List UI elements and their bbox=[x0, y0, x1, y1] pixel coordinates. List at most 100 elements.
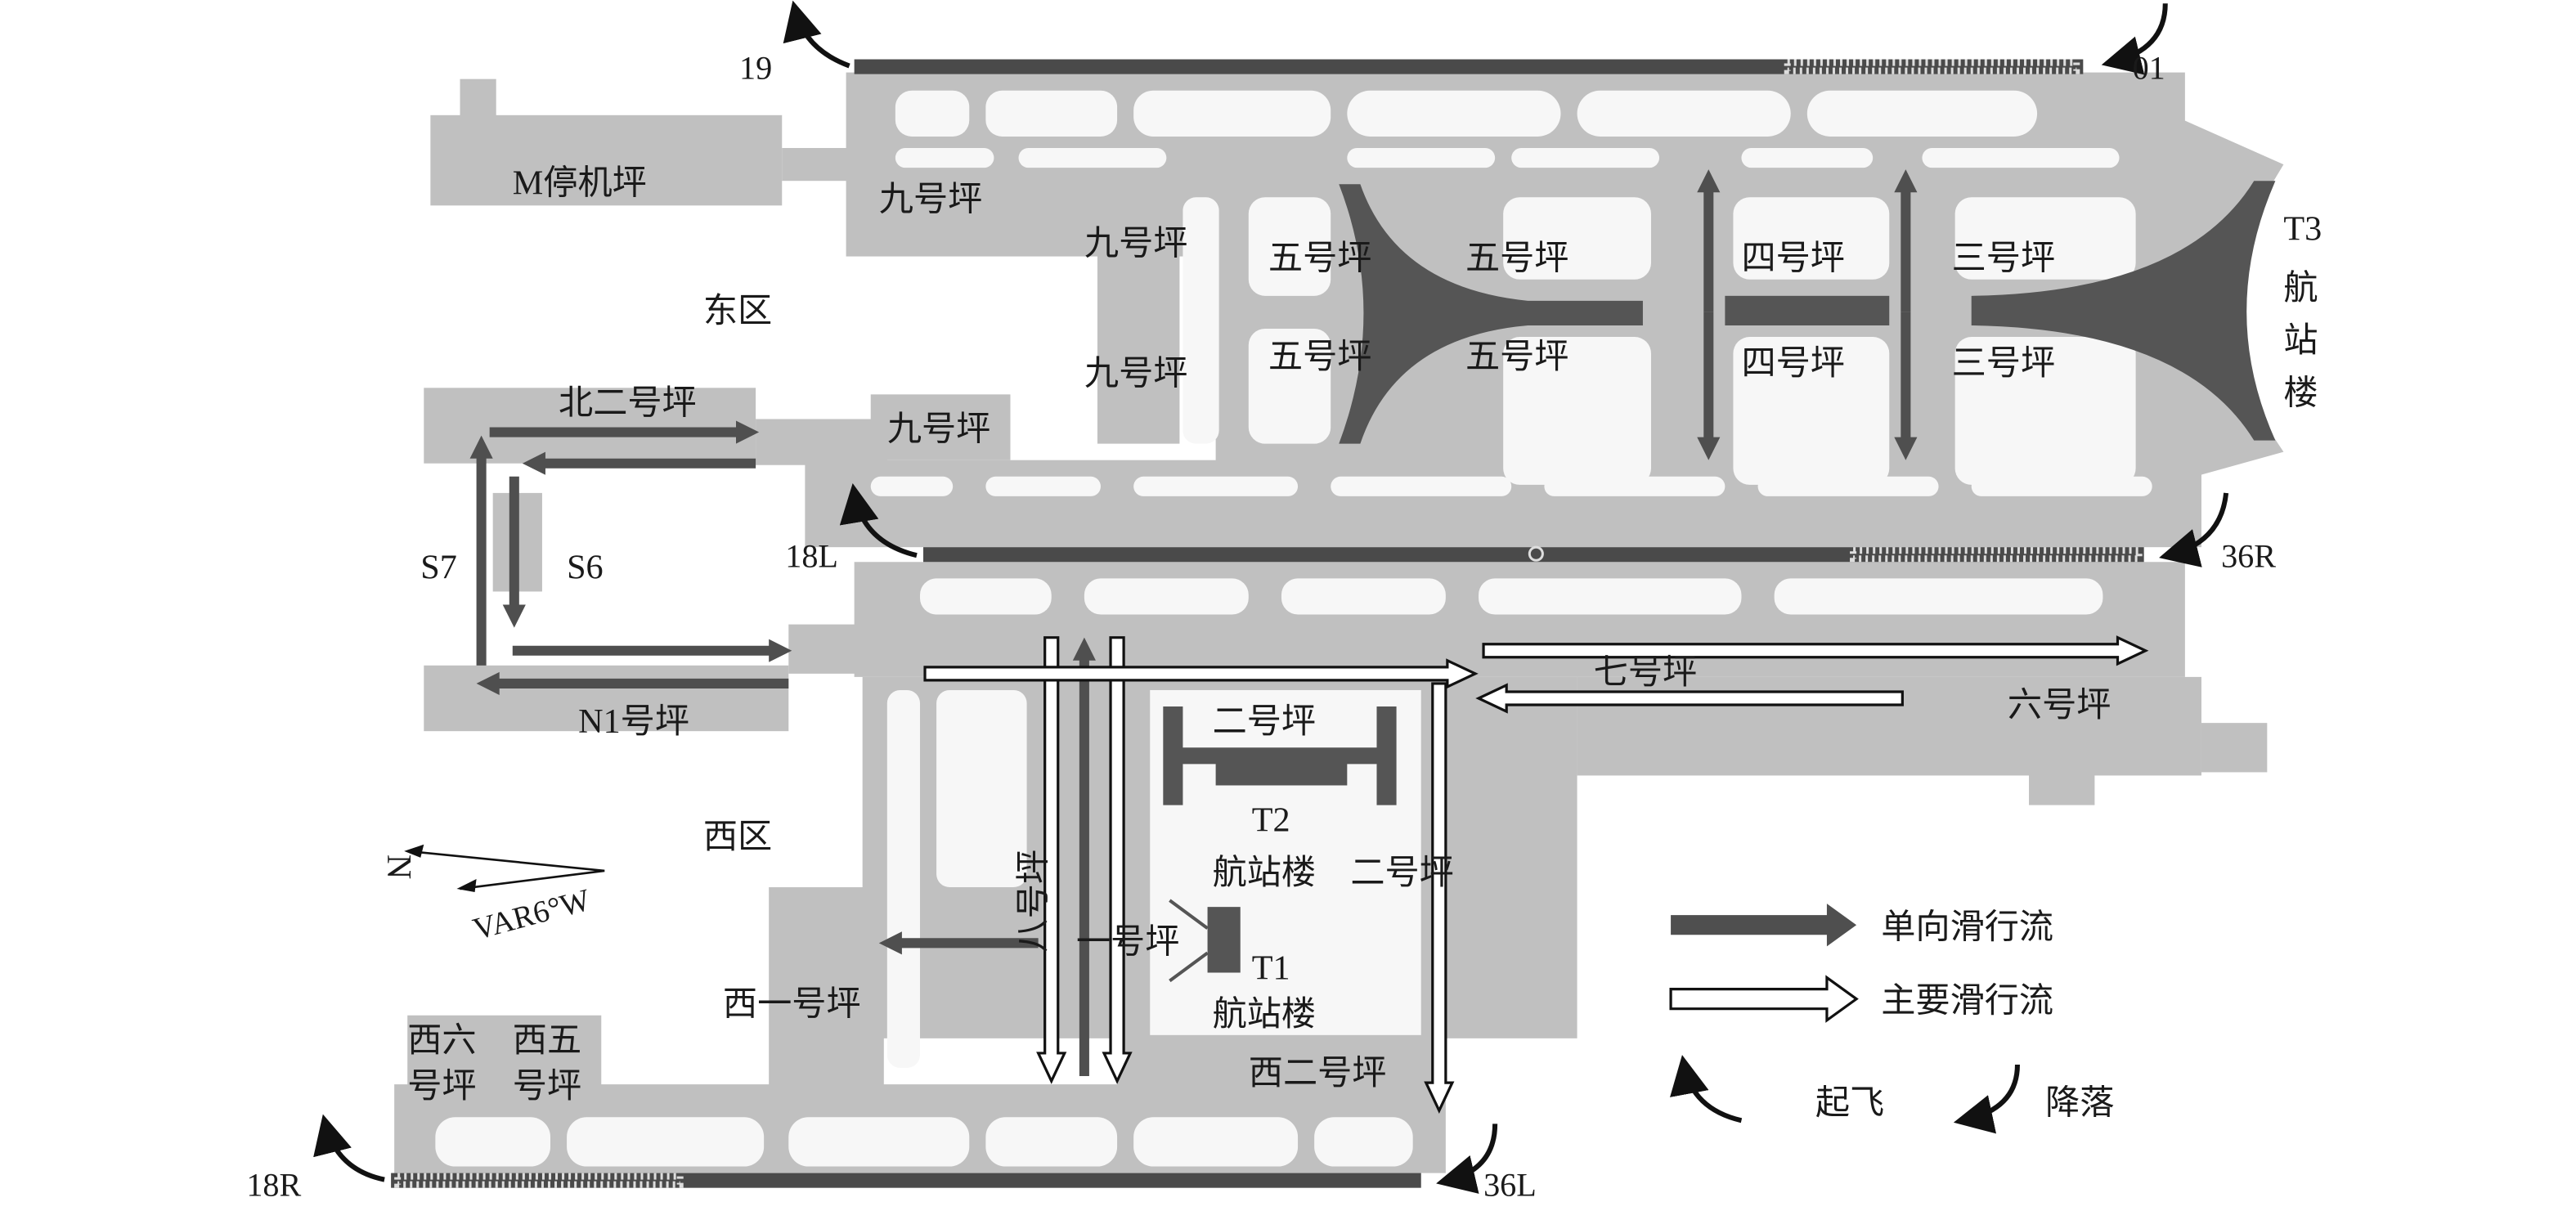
pavement-area bbox=[769, 887, 884, 1101]
pavement-area bbox=[870, 164, 1006, 222]
taxiway-island bbox=[1733, 337, 1890, 485]
taxiway-island bbox=[1511, 148, 1660, 168]
apron9-label: 九号坪 bbox=[879, 180, 983, 218]
taxiway-island bbox=[895, 90, 970, 137]
main-flow-arrow bbox=[1482, 635, 2149, 666]
taxiway-island bbox=[1084, 578, 1249, 615]
main-flow-arrow bbox=[1036, 636, 1067, 1084]
taxiway-island bbox=[1503, 197, 1651, 280]
west5-apron-label: 号坪 bbox=[513, 1067, 581, 1106]
apron4-label: 四号坪 bbox=[1741, 240, 1845, 278]
pavement-area bbox=[2201, 723, 2268, 773]
runway-label-18L: 18L bbox=[785, 537, 838, 574]
west2-apron-label: 西二号坪 bbox=[1249, 1054, 1387, 1092]
pavement-area bbox=[424, 665, 789, 732]
taxiway-island bbox=[1544, 476, 1726, 496]
t1-label: T1 bbox=[1252, 949, 1290, 988]
t3-label: 航 bbox=[2283, 269, 2318, 307]
west-zone-label: 西区 bbox=[703, 818, 772, 856]
apron5-label: 五号坪 bbox=[1268, 240, 1372, 278]
apron5-label: 五号坪 bbox=[1268, 338, 1372, 376]
t3-east-concourse bbox=[1971, 181, 2276, 441]
one-way-flow-arrow bbox=[502, 476, 526, 628]
apron2-label: 二号坪 bbox=[1350, 854, 1454, 892]
apron5-label: 五号坪 bbox=[1465, 338, 1569, 376]
pavement-area bbox=[430, 114, 783, 206]
one-way-flow-arrow bbox=[489, 420, 760, 444]
legend-one-way-label: 单向滑行流 bbox=[1881, 908, 2053, 946]
runway-18L-36R bbox=[923, 547, 2144, 563]
taxiway-island bbox=[985, 476, 1101, 496]
taxiway-island bbox=[1922, 148, 2120, 168]
takeoff-arrow-icon bbox=[783, 0, 850, 69]
apron8-label: 八号坪 bbox=[1015, 850, 1053, 953]
north2-apron-label: 北二号坪 bbox=[559, 383, 697, 422]
one-way-flow-arrow bbox=[1697, 312, 1721, 460]
one-way-flow-arrow bbox=[476, 671, 789, 695]
pavement-area bbox=[870, 394, 1011, 460]
one-way-flow-arrows bbox=[469, 169, 1918, 1077]
taxiway-island bbox=[1733, 197, 1890, 280]
main-flow-arrow bbox=[1424, 682, 1455, 1115]
taxiway-island bbox=[567, 1117, 765, 1167]
west6-apron-label: 号坪 bbox=[407, 1067, 476, 1106]
north-label: N bbox=[379, 854, 418, 879]
taxiway-island bbox=[1577, 90, 1791, 137]
takeoff-legend-icon bbox=[1670, 1055, 1743, 1124]
runway-label-36L: 36L bbox=[1483, 1167, 1537, 1204]
taxiway-island bbox=[1133, 90, 1331, 137]
t1-building bbox=[1207, 907, 1241, 973]
taxiway-island bbox=[1774, 578, 2103, 615]
pavement-area bbox=[1117, 1034, 1446, 1101]
taxiway-island bbox=[936, 689, 1027, 888]
taxiway-island bbox=[1347, 90, 1561, 137]
variation-label: VAR6°W bbox=[469, 883, 594, 947]
apron3-label: 三号坪 bbox=[1952, 344, 2056, 383]
one-way-flow-arrow bbox=[878, 931, 1039, 955]
east-zone-label: 东区 bbox=[703, 292, 772, 330]
taxiway-island bbox=[1757, 476, 1939, 496]
taxiway-island bbox=[886, 689, 920, 1069]
apron9-label: 九号坪 bbox=[887, 410, 991, 449]
landing-arrow-icon bbox=[2101, 3, 2168, 75]
landing-legend-icon bbox=[1953, 1064, 2020, 1134]
runway-direction-arrows bbox=[313, 0, 2229, 1194]
taxiway-island bbox=[1281, 578, 1446, 615]
t3-label: 楼 bbox=[2283, 374, 2318, 412]
runways bbox=[391, 59, 2144, 1188]
runway-18R-36L bbox=[391, 1173, 1421, 1188]
main-flow-arrow bbox=[1102, 636, 1133, 1084]
taxiway-island bbox=[435, 1117, 550, 1167]
one-way-flow-arrow bbox=[512, 639, 792, 662]
pavement-area bbox=[2029, 723, 2095, 805]
runway-label-19: 19 bbox=[739, 50, 772, 87]
taxiway-island bbox=[1503, 337, 1651, 485]
west6-apron-label: 西六 bbox=[407, 1021, 476, 1060]
taxiway-island bbox=[920, 578, 1052, 615]
apron9-label: 九号坪 bbox=[1084, 225, 1188, 263]
west5-apron-label: 西五 bbox=[513, 1021, 581, 1060]
legend-main-flow-label: 主要滑行流 bbox=[1881, 982, 2053, 1020]
main-flow-legend-icon bbox=[1669, 975, 1859, 1023]
taxiway-island bbox=[788, 1117, 970, 1167]
taxiway-island bbox=[1806, 90, 2038, 137]
m-apron-label: M停机坪 bbox=[513, 164, 647, 202]
legend: 单向滑行流 主要滑行流 起飞 降落 bbox=[1669, 904, 2114, 1134]
taxiway-island bbox=[1954, 197, 2136, 280]
taxiway-island bbox=[1479, 578, 1742, 615]
one-way-flow-arrow bbox=[1072, 637, 1096, 1077]
one-way-flow-arrow bbox=[522, 451, 756, 475]
one-way-flow-arrow bbox=[469, 435, 493, 666]
apron2-label: 二号坪 bbox=[1213, 702, 1317, 741]
taxiway-island bbox=[1314, 1117, 1413, 1167]
main-flow-arrow bbox=[1475, 683, 1904, 714]
taxiway-island bbox=[985, 90, 1118, 137]
pavement-area bbox=[1097, 222, 1180, 444]
runway-label-01: 01 bbox=[2133, 50, 2165, 87]
taxiway-island bbox=[895, 148, 994, 168]
t2-terminal-label: 航站楼 bbox=[1213, 854, 1317, 892]
legend-takeoff-label: 起飞 bbox=[1815, 1083, 1884, 1122]
taxiway-island bbox=[1347, 148, 1496, 168]
one-way-flow-legend-icon bbox=[1671, 904, 1857, 947]
